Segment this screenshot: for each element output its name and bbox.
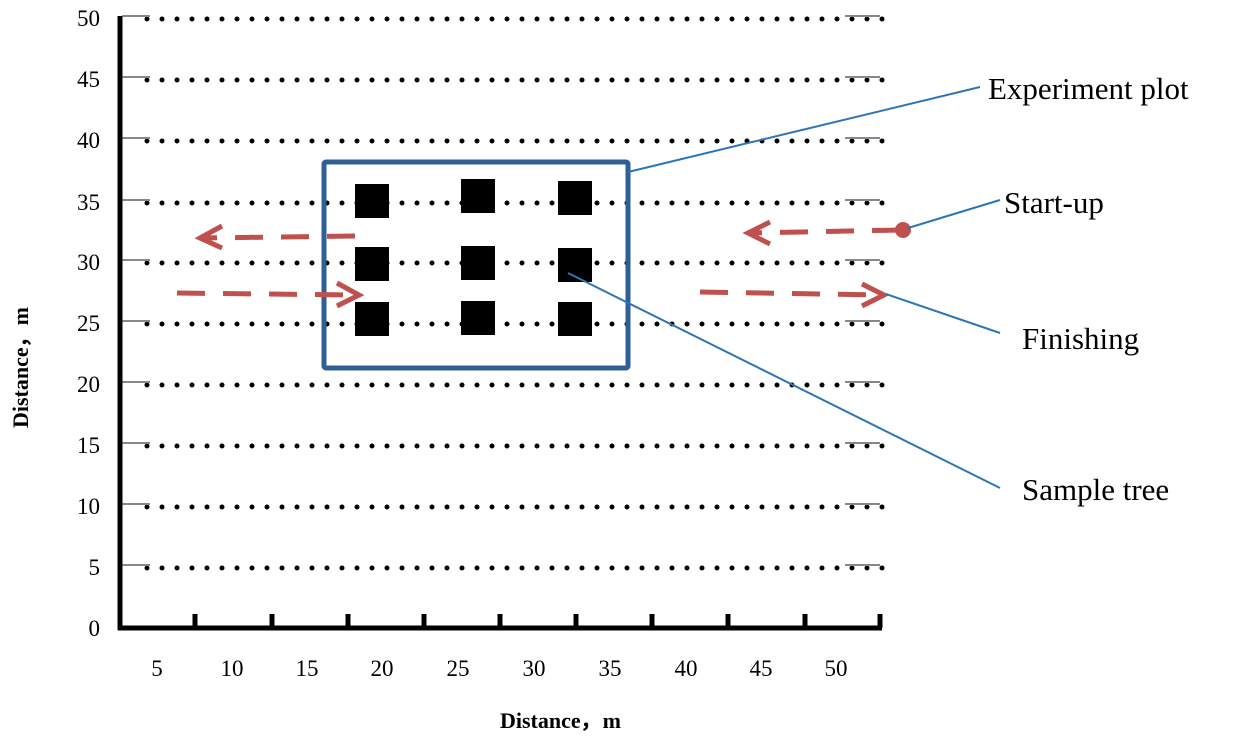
x-tick-label: 5 <box>151 656 163 681</box>
sample-tree-marker <box>355 247 389 281</box>
arrow-head <box>860 281 890 309</box>
y-tick-labels: 0 5 10 15 20 25 30 35 40 45 50 <box>77 6 100 641</box>
x-tick-label: 35 <box>599 656 622 681</box>
y-tick-label: 45 <box>77 67 100 92</box>
arrow-head <box>742 219 772 247</box>
arrow-head <box>194 223 224 251</box>
x-axis-title: Distance，m <box>500 708 621 733</box>
sample-tree-marker <box>461 301 495 335</box>
tree-rows <box>144 16 888 571</box>
leader-lines <box>567 86 1001 489</box>
y-gridticks <box>122 15 880 566</box>
arrow-right-inner <box>176 290 356 298</box>
start-point-marker <box>895 222 911 238</box>
x-tick-label: 20 <box>371 656 394 681</box>
x-tick-label: 25 <box>447 656 470 681</box>
y-tick-label: 0 <box>89 616 101 641</box>
sample-trees <box>355 179 592 336</box>
y-tick-label: 25 <box>77 311 100 336</box>
y-tick-label: 10 <box>77 494 100 519</box>
label-finishing: Finishing <box>1022 321 1139 356</box>
y-tick-label: 50 <box>77 6 100 31</box>
sample-tree-marker <box>355 302 389 336</box>
arrow-finishing <box>699 289 881 298</box>
x-tick-label: 40 <box>675 656 698 681</box>
y-tick-label: 5 <box>89 555 101 580</box>
y-tick-label: 30 <box>77 250 100 275</box>
label-experiment-plot: Experiment plot <box>988 71 1189 106</box>
arrow-start-up <box>749 227 901 236</box>
y-axis-title: Distance，m <box>8 307 33 428</box>
y-tick-label: 40 <box>77 128 100 153</box>
y-tick-label: 35 <box>77 190 100 215</box>
y-tick-label: 15 <box>77 433 100 458</box>
x-tick-label: 30 <box>523 656 546 681</box>
experiment-plot-box <box>321 159 631 371</box>
arrow-left-inner <box>201 233 356 241</box>
label-sample-tree: Sample tree <box>1022 472 1169 507</box>
x-tick-label: 45 <box>750 656 773 681</box>
sample-tree-marker <box>558 181 592 215</box>
sample-tree-marker <box>558 302 592 336</box>
x-tick-label: 10 <box>221 656 244 681</box>
x-tick-labels: 5 10 15 20 25 30 35 40 45 50 <box>151 656 847 681</box>
path-arrows <box>176 219 901 309</box>
arrow-head <box>335 280 365 309</box>
sample-tree-marker <box>461 246 495 280</box>
sample-tree-marker <box>355 184 389 218</box>
label-start-up: Start-up <box>1004 185 1104 220</box>
sample-tree-marker <box>461 179 495 213</box>
y-tick-label: 20 <box>77 372 100 397</box>
x-tick-label: 15 <box>296 656 319 681</box>
x-axis-ticks <box>192 614 883 628</box>
x-tick-label: 50 <box>825 656 848 681</box>
